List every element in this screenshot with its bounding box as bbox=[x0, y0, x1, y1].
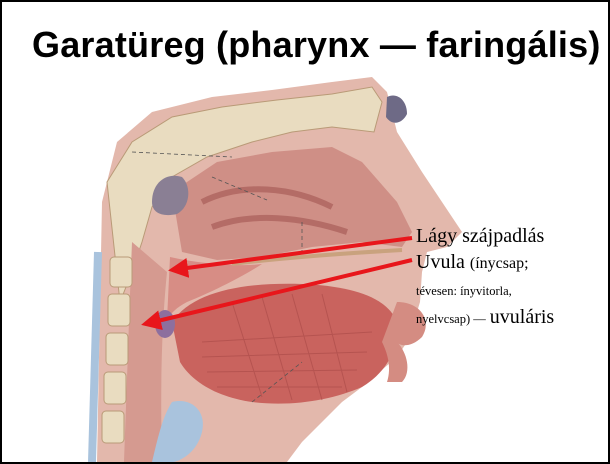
label-uvula-line-3: nyelvcsap) — uvuláris bbox=[416, 306, 554, 329]
label-uvula-adjective: uvuláris bbox=[490, 306, 554, 328]
label-soft-palate: Lágy szájpadlás bbox=[416, 225, 544, 248]
tongue bbox=[172, 284, 397, 404]
label-uvula: Uvula (ínycsap; bbox=[416, 251, 529, 274]
spinal-canal bbox=[92, 252, 98, 462]
uvula bbox=[155, 310, 175, 338]
label-uvula-main: Uvula bbox=[416, 251, 465, 273]
frontal-sinus bbox=[386, 96, 407, 123]
label-uvula-paren-3: nyelvcsap) — bbox=[416, 312, 486, 326]
label-uvula-paren-2: tévesen: ínyvitorla, bbox=[416, 284, 512, 299]
slide-title: Garatüreg (pharynx — faringális) bbox=[32, 24, 601, 66]
label-uvula-paren-1: (ínycsap; bbox=[470, 255, 529, 272]
